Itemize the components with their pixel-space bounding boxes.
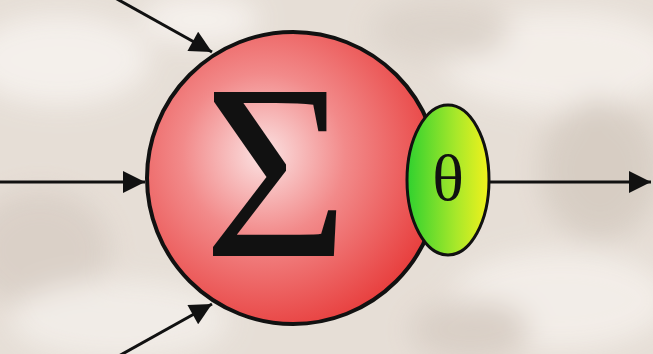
output-arrow (490, 181, 651, 184)
input-arrow (108, 0, 212, 52)
text-slot: Σ (145, 30, 407, 326)
input-arrow (0, 181, 145, 184)
soma-circle: Σθ (145, 30, 441, 326)
input-arrow (108, 304, 212, 354)
sum-symbol: Σ (203, 47, 349, 297)
text-slot: θ (409, 107, 487, 253)
threshold-symbol: θ (432, 145, 464, 211)
threshold-ellipse: θ (405, 103, 491, 257)
